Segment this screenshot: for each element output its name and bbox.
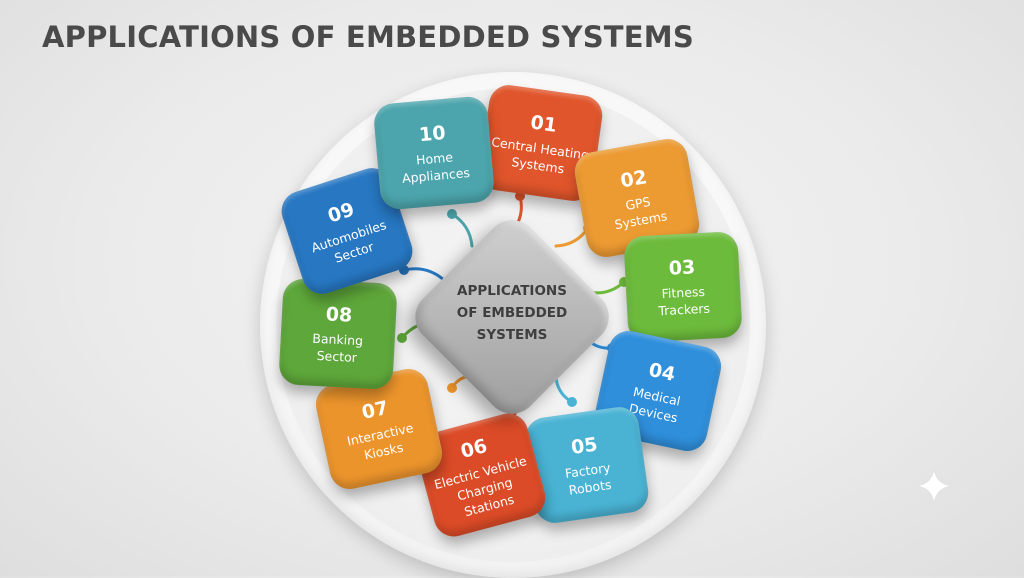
tile-10[interactable]: 10 Home Appliances (372, 95, 496, 211)
tile-03[interactable]: 03 Fitness Trackers (623, 231, 743, 343)
tile-label: Fitness Trackers (658, 283, 711, 319)
tile-number: 01 (529, 111, 559, 137)
tile-number: 05 (569, 433, 599, 459)
tile-number: 07 (359, 396, 391, 424)
connector-line (554, 226, 590, 248)
tile-number: 08 (325, 303, 353, 327)
tile-label: Home Appliances (401, 149, 471, 186)
page-title: APPLICATIONS OF EMBEDDED SYSTEMS (42, 20, 694, 54)
connector-dot (397, 333, 407, 343)
tile-number: 09 (325, 198, 358, 228)
connector-line (402, 267, 446, 282)
connector-dot (447, 383, 457, 393)
sparkle-icon (915, 467, 953, 505)
center-label: APPLICATIONS OF EMBEDDED SYSTEMS (456, 283, 568, 343)
tile-label: Interactive Kiosks (345, 420, 415, 463)
tile-number: 02 (618, 166, 649, 193)
tile-number: 03 (668, 256, 696, 280)
tile-label: GPS Systems (613, 193, 669, 233)
tile-label: Automobiles Sector (309, 217, 389, 266)
connector-dot (567, 397, 577, 407)
connector-line (450, 212, 474, 248)
tile-number: 04 (646, 358, 678, 386)
connector-dot (447, 209, 457, 219)
tile-number: 10 (418, 121, 447, 147)
tile-number: 06 (458, 434, 490, 463)
tile-label: Factory Robots (564, 459, 613, 498)
tile-label: Electric Vehicle Charging Stations (432, 452, 529, 519)
tile-label: Banking Sector (311, 330, 364, 366)
tile-08[interactable]: 08 Banking Sector (278, 278, 398, 390)
